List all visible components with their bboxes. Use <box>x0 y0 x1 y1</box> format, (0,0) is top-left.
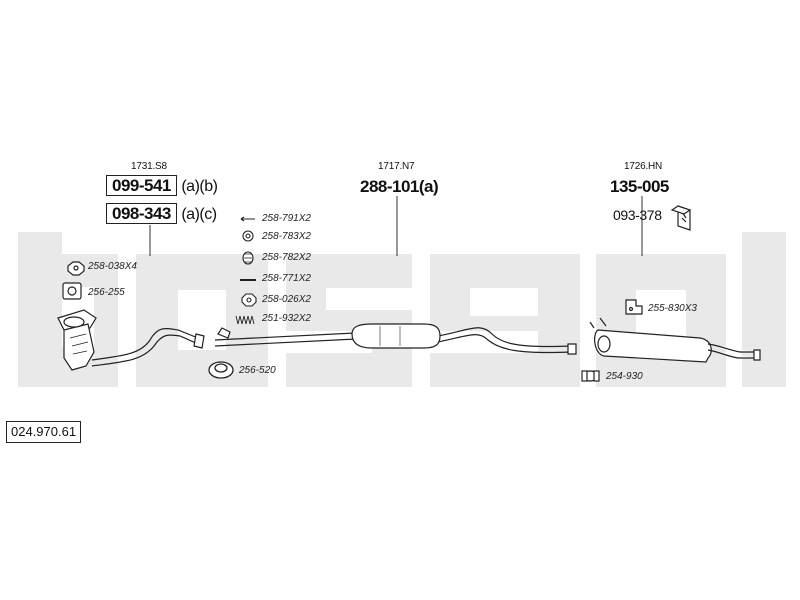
rubber-mount-icon <box>670 205 692 231</box>
fittings-icons <box>235 216 257 325</box>
center-reference-code: 1717.N7 <box>378 161 415 172</box>
sealing-ring-label[interactable]: 256-520 <box>239 365 276 376</box>
accessory-part-number[interactable]: 093-378 <box>613 207 662 223</box>
catalog-number: 024.970.61 <box>6 421 82 443</box>
clamp-label[interactable]: 254-930 <box>606 371 643 382</box>
fitting-label-1[interactable]: 258-791X2 <box>262 213 311 224</box>
center-pipe-icon <box>214 327 577 355</box>
pipe-clamp-icon <box>217 327 231 339</box>
part-number-secondary[interactable]: 098-343 <box>106 203 177 224</box>
part-number-secondary-suffix: (a)(c) <box>181 206 217 223</box>
bracket-label[interactable]: 255-830X3 <box>648 303 697 314</box>
front-pipe-icon <box>91 327 205 367</box>
gasket-label[interactable]: 256-255 <box>88 287 125 298</box>
catalytic-converter-icon <box>57 309 97 371</box>
left-reference-code: 1731.S8 <box>131 161 167 172</box>
fitting-label-4[interactable]: 258-771X2 <box>262 273 311 284</box>
nut-icon <box>67 261 85 276</box>
center-muffler-icon <box>351 323 441 349</box>
rear-muffler-icon <box>589 317 761 363</box>
gasket-icon <box>62 282 82 300</box>
part-number-primary[interactable]: 099-541 <box>106 175 177 196</box>
part-number-primary-suffix: (a)(b) <box>181 178 218 195</box>
nut-label[interactable]: 258-038X4 <box>88 261 137 272</box>
right-reference-code: 1726.HN <box>624 161 663 172</box>
sealing-ring-icon <box>208 361 234 379</box>
bracket-icon <box>625 299 643 315</box>
fitting-label-5[interactable]: 258-026X2 <box>262 294 311 305</box>
leader-lines <box>149 196 643 256</box>
part-number-row-2: 098-343 (a)(c) <box>106 203 217 224</box>
fitting-label-3[interactable]: 258-782X2 <box>262 252 311 263</box>
center-part-number[interactable]: 288-101(a) <box>360 177 439 196</box>
part-number-row-1: 099-541 (a)(b) <box>106 175 218 196</box>
u-clamp-icon <box>581 370 600 382</box>
fitting-label-6[interactable]: 251-932X2 <box>262 313 311 324</box>
right-part-number[interactable]: 135-005 <box>610 177 669 196</box>
fitting-label-2[interactable]: 258-783X2 <box>262 231 311 242</box>
